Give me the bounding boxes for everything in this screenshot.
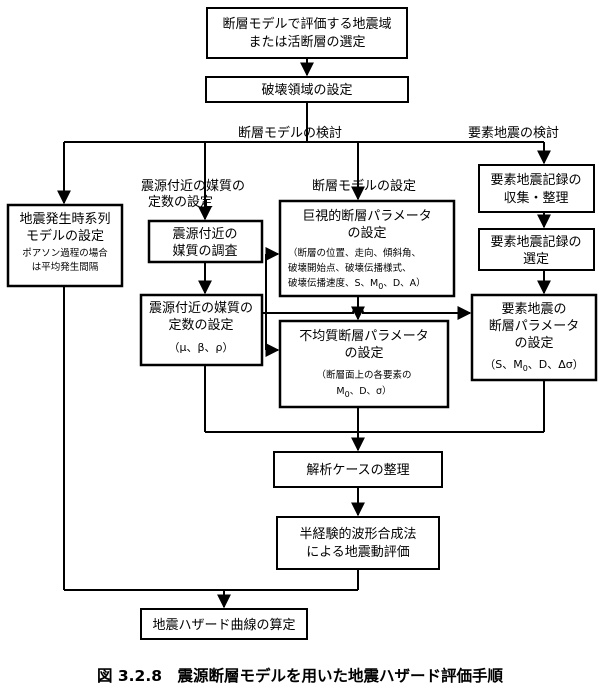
node-macro-line1: 巨視的断層パラメータ (302, 208, 432, 224)
node-element-select-line1: 要素地震記録の (490, 234, 581, 250)
node-selection-line1: 断層モデルで評価する地震域 (222, 16, 391, 32)
label-medium-constants-head-1: 震源付近の媒質の (141, 179, 245, 194)
node-medium-survey-line1: 震源付近の (172, 227, 237, 242)
node-element-fault-line1: 要素地震の (501, 302, 566, 317)
node-element-fault-line4-a: （S、M (484, 358, 522, 371)
node-element-fault-line2: 断層パラメータ (489, 319, 580, 334)
node-macro-line4: 破壊開始点、破壊伝播様式、 (288, 262, 412, 274)
flow-connectors (57, 58, 551, 609)
node-occurrence-line2: モデルの設定 (26, 228, 104, 244)
node-macro-params: 巨視的断層パラメータ の設定 （断層の位置、走向、傾斜角、 破壊開始点、破壊伝播… (278, 199, 456, 298)
node-occurrence-line3: ポアソン過程の場合 (22, 247, 108, 259)
node-element-collect-line1: 要素地震記録の (490, 172, 581, 188)
node-synthesis-line2: による地震動評価 (306, 545, 410, 560)
node-element-select: 要素地震記録の 選定 (478, 228, 595, 271)
node-macro-line5-a: 破壊伝播速度、S、M (288, 277, 378, 289)
node-rupture-area: 破壊領域の設定 (205, 76, 409, 103)
node-hazard-curve-label: 地震ハザード曲線の算定 (152, 617, 295, 633)
node-element-fault-line3: の設定 (514, 335, 553, 351)
node-macro-line5: 破壊伝播速度、S、M0、D、A） (288, 277, 426, 291)
node-hetero-line4-sub: 0 (345, 390, 350, 399)
node-medium-constants: 震源付近の媒質の 定数の設定 （μ、β、ρ） (139, 293, 264, 367)
node-occurrence-line1: 地震発生時系列 (19, 212, 110, 227)
node-synthesis-line1: 半経験的波形合成法 (299, 526, 416, 542)
node-hetero-line4-a: M (336, 386, 344, 397)
node-hetero-line3: （断層面上の各要素の (316, 369, 411, 381)
node-rupture-area-label: 破壊領域の設定 (261, 82, 352, 98)
node-hazard-curve: 地震ハザード曲線の算定 (140, 608, 308, 640)
node-medium-survey-line2: 媒質の調査 (172, 244, 237, 259)
figure-caption: 図 3.2.8 震源断層モデルを用いた地震ハザード評価手順 (97, 666, 504, 685)
node-macro-line5-sub: 0 (378, 282, 383, 291)
arrow-constants-to-element-fault (275, 306, 472, 320)
node-element-fault-line4-sub: 0 (523, 364, 528, 373)
node-selection-line2: または活断層の選定 (248, 35, 365, 50)
node-medium-constants-line3: （μ、β、ρ） (168, 341, 233, 354)
label-element-study: 要素地震の検討 (468, 125, 559, 141)
node-macro-line5-b: 、D、A） (383, 277, 425, 289)
node-hetero-line4-b: 、D、σ） (350, 385, 392, 397)
node-occurrence-model: 地震発生時系列 モデルの設定 ポアソン過程の場合 は平均発生間隔 (6, 203, 124, 288)
node-selection: 断層モデルで評価する地震域 または活断層の選定 (206, 7, 408, 59)
node-element-collect-line2: 収集・整理 (503, 190, 568, 206)
node-occurrence-line4: は平均発生間隔 (32, 261, 99, 273)
node-hetero-line1: 不均質断層パラメータ (299, 329, 429, 344)
node-case-arrange-label: 解析ケースの整理 (306, 463, 409, 478)
node-macro-line2: の設定 (347, 225, 386, 241)
node-element-select-line2: 選定 (523, 252, 549, 267)
label-fault-model-setting: 断層モデルの設定 (312, 178, 416, 194)
node-element-fault: 要素地震の 断層パラメータ の設定 （S、M0、D、Δσ） (470, 293, 598, 382)
node-hetero-line4: M0、D、σ） (336, 385, 391, 399)
node-hetero-params: 不均質断層パラメータ の設定 （断層面上の各要素の M0、D、σ） (278, 319, 450, 409)
node-element-collect: 要素地震記録の 収集・整理 (478, 164, 595, 213)
node-hetero-line2: の設定 (344, 345, 383, 361)
label-medium-constants-head-2: 定数の設定 (148, 194, 213, 210)
node-medium-constants-line2: 定数の設定 (168, 317, 233, 333)
node-element-fault-line4-b: 、D、Δσ） (528, 358, 584, 371)
label-fault-model-study: 断層モデルの検討 (238, 125, 342, 141)
node-case-arrange: 解析ケースの整理 (273, 451, 443, 488)
node-macro-line3: （断層の位置、走向、傾斜角、 (288, 247, 421, 259)
node-synthesis: 半経験的波形合成法 による地震動評価 (276, 516, 440, 570)
node-medium-survey: 震源付近の 媒質の調査 (147, 219, 264, 264)
node-medium-constants-line1: 震源付近の媒質の (149, 301, 253, 316)
node-element-fault-line4: （S、M0、D、Δσ） (484, 358, 584, 373)
